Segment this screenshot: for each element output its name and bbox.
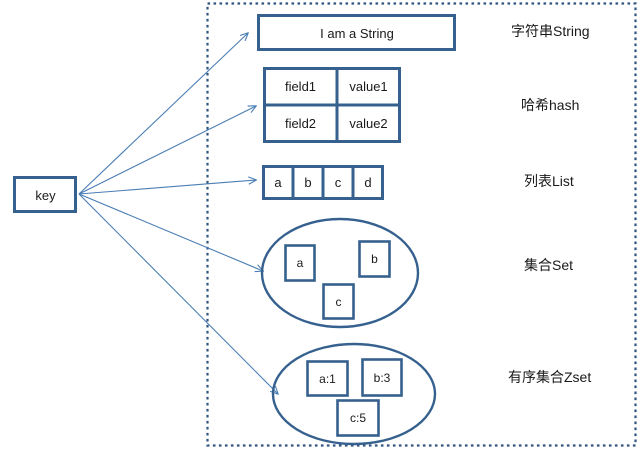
type-label-zset: 有序集合Zset	[508, 369, 592, 385]
zset-cell-box-2	[336, 399, 380, 437]
type-label-list: 列表List	[524, 173, 574, 189]
arrow-to-hash	[78, 106, 256, 195]
string-box	[257, 14, 456, 51]
connector-arrows	[78, 33, 278, 394]
list-boxes	[262, 165, 384, 200]
arrow-to-zset	[78, 193, 278, 394]
dotted-container	[206, 2, 637, 447]
arrow-to-set	[78, 193, 263, 271]
arrow-to-list	[78, 180, 256, 195]
zset-cell-box-1	[361, 358, 403, 397]
set-cell-box-1	[358, 240, 391, 278]
hash-table	[263, 67, 401, 143]
zset-cell-box-0	[306, 360, 349, 397]
key-box[interactable]	[13, 176, 77, 213]
set-ellipse	[260, 217, 420, 329]
type-label-string: 字符串String	[511, 23, 590, 39]
arrow-to-string	[78, 33, 248, 195]
type-label-hash: 哈希hash	[521, 97, 580, 113]
set-cell-box-0	[284, 244, 316, 282]
zset-ellipse	[271, 342, 437, 446]
type-label-set: 集合Set	[524, 257, 574, 273]
set-cell-box-2	[322, 283, 355, 320]
